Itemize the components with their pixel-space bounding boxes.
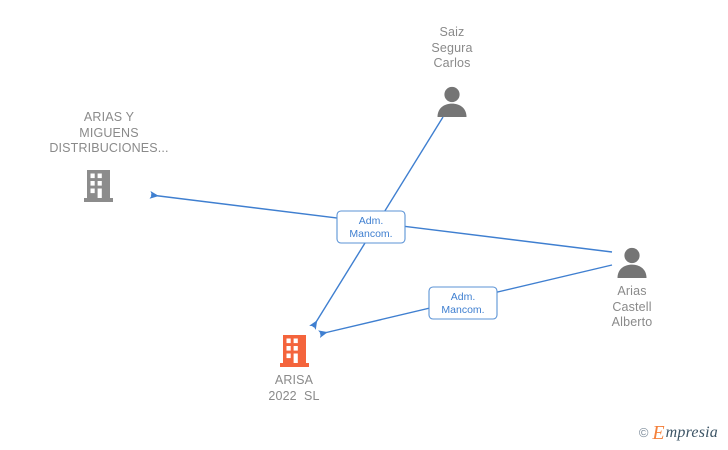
node-label-saiz-segura-carlos: Saiz Segura Carlos xyxy=(431,25,473,70)
node-label-arias-castell-alberto: Arias Castell Alberto xyxy=(611,284,653,329)
node-arias-y-miguens[interactable] xyxy=(84,170,113,202)
edge-label-2-box xyxy=(428,286,498,320)
edge-label-1-box xyxy=(336,210,406,244)
node-arisa-2022-sl[interactable] xyxy=(280,335,309,367)
copyright-icon: © xyxy=(638,425,649,440)
watermark-brand-initial: E xyxy=(652,422,665,444)
watermark-empresia: © E mpresia xyxy=(638,422,718,444)
building-icon xyxy=(84,170,113,202)
edge-label-2-line2: Mancom. xyxy=(441,304,484,316)
node-saiz-segura-carlos[interactable] xyxy=(437,86,467,117)
edge-label-1[interactable]: Adm. Mancom. xyxy=(336,210,406,244)
person-icon xyxy=(617,247,647,278)
watermark-brand-rest: mpresia xyxy=(665,424,718,441)
edge-label-2-line1: Adm. xyxy=(451,291,476,303)
edge-label-2[interactable]: Adm. Mancom. xyxy=(428,286,498,320)
node-label-arisa-2022-sl: ARISA 2022 SL xyxy=(268,373,320,403)
edge-label-1-line2: Mancom. xyxy=(349,228,392,240)
node-label-arias-y-miguens: ARIAS Y MIGUENS DISTRIBUCIONES... xyxy=(49,110,169,155)
node-arias-castell-alberto[interactable] xyxy=(617,247,647,278)
edge-label-1-line1: Adm. xyxy=(359,215,384,227)
building-icon xyxy=(280,335,309,367)
person-icon xyxy=(437,86,467,117)
